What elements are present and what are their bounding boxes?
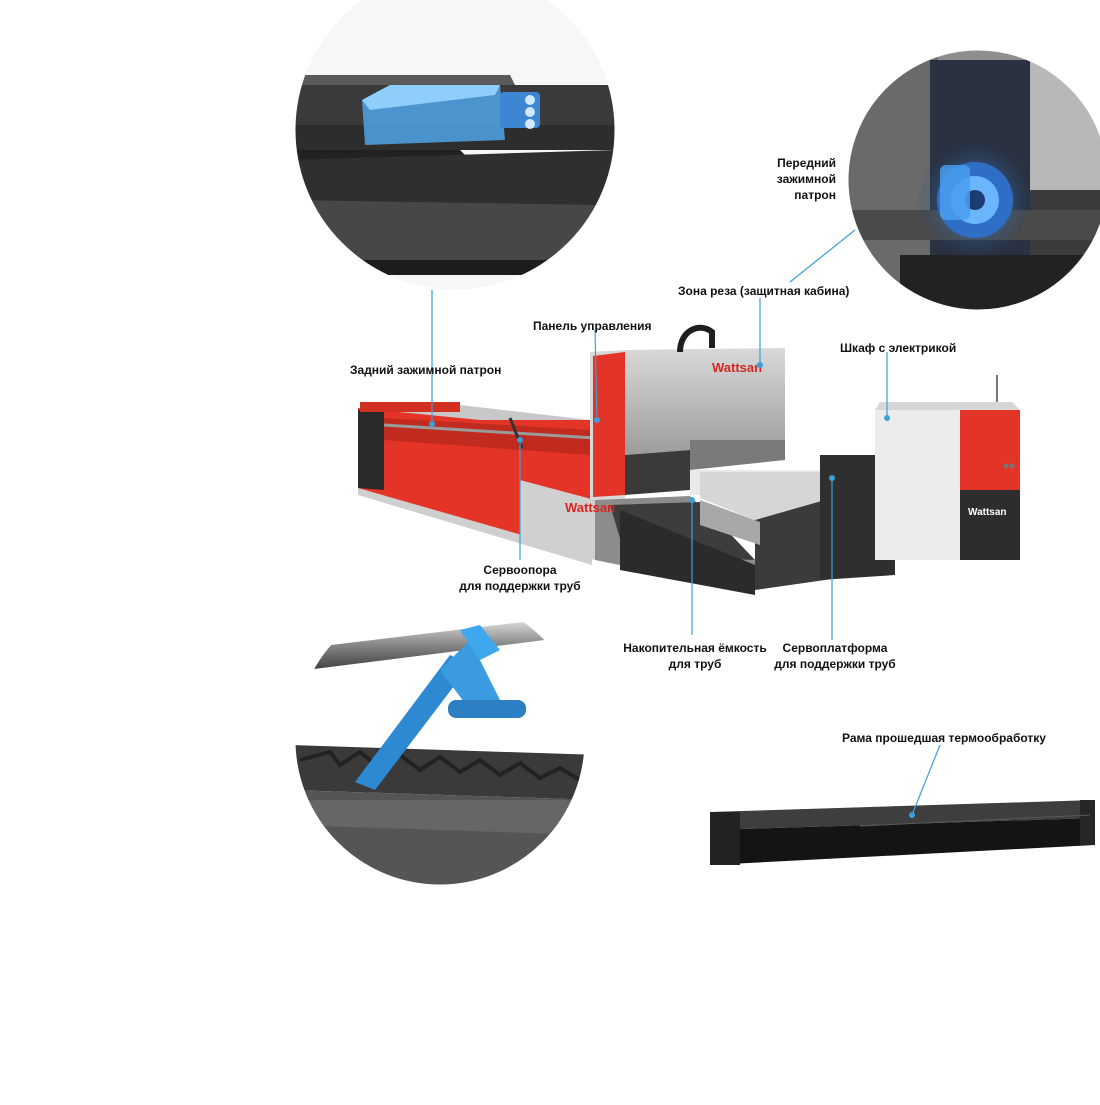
- label-servo-platform-line2: для поддержки труб: [774, 657, 896, 671]
- label-cutting-zone: Зона реза (защитная кабина): [678, 284, 850, 298]
- label-servo-platform-line1: Сервоплатформа: [782, 641, 888, 655]
- label-heat-treated-frame: Рама прошедшая термообработку: [842, 731, 1046, 745]
- front-chuck-zoom: [848, 50, 1100, 310]
- callout-lines: [429, 229, 941, 818]
- rear-chuck-zoom: [295, 0, 615, 290]
- dot-rear-chuck: [429, 421, 435, 427]
- label-rear-chuck: Задний зажимной патрон: [350, 363, 502, 377]
- label-front-chuck-line1: Передний: [777, 156, 836, 170]
- label-servo-support-line2: для поддержки труб: [459, 579, 581, 593]
- label-servo-support-line1: Сервоопора: [483, 563, 557, 577]
- label-electrical-cabinet: Шкаф с электрикой: [840, 341, 957, 355]
- line-control-panel: [594, 329, 598, 421]
- line-heat-treated-frame: [911, 744, 941, 816]
- brand-logo-bed: Wattsan: [565, 500, 615, 515]
- heat-treated-frame: [710, 800, 1095, 865]
- brand-logo-cabinet: Wattsan: [968, 507, 1007, 518]
- label-storage-tank: Накопительная ёмкость для труб: [615, 640, 775, 672]
- label-front-chuck: Передний зажимной патрон: [766, 155, 836, 203]
- brand-logo-cabin: Wattsan: [712, 360, 762, 375]
- label-servo-platform: Сервоплатформа для поддержки труб: [765, 640, 905, 672]
- label-servo-support: Сервоопора для поддержки труб: [440, 562, 600, 594]
- servo-support-zoom: [295, 595, 585, 885]
- line-front-chuck: [789, 229, 856, 283]
- label-storage-tank-line1: Накопительная ёмкость: [623, 641, 767, 655]
- label-front-chuck-line2: зажимной: [776, 172, 836, 186]
- label-storage-tank-line2: для труб: [668, 657, 722, 671]
- label-control-panel: Панель управления: [533, 319, 652, 333]
- label-front-chuck-line3: патрон: [794, 188, 836, 202]
- laser-cutting-machine: Wattsan Wattsan Wattsan: [358, 324, 1020, 595]
